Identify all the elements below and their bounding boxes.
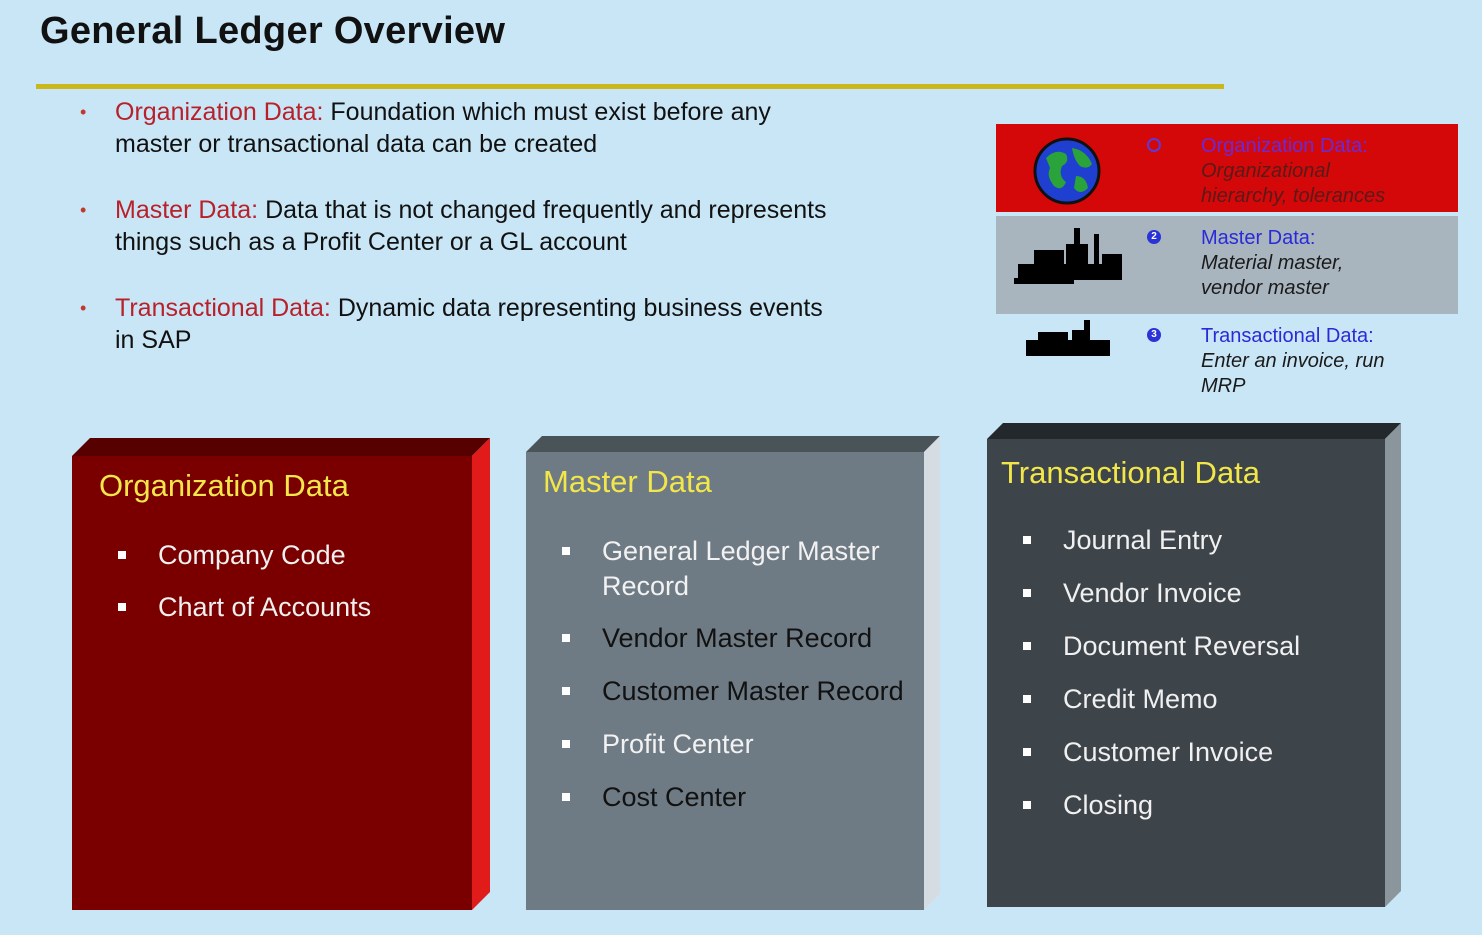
legend-subtitle: hierarchy, tolerances [1201, 185, 1386, 207]
title-underline [36, 84, 1224, 89]
bullet-square [1023, 801, 1031, 809]
definition-text: Dynamic data representing business event… [115, 294, 823, 354]
definition-master: • Master Data: Data that is not changed … [80, 194, 840, 258]
bullet-square [1023, 748, 1031, 756]
box-title: Organization Data [99, 468, 349, 503]
list-item: General Ledger Master Record [562, 534, 922, 604]
legend-title: Transactional Data: [1201, 325, 1374, 347]
box-3d-shape [987, 423, 1401, 907]
definition-list: • Organization Data: Foundation which mu… [80, 96, 840, 356]
bullet-square [118, 551, 126, 559]
legend-subtitle: vendor master [1201, 277, 1329, 299]
bullet-dot: • [80, 200, 87, 220]
list-item: Vendor Master Record [562, 621, 922, 656]
box-item-list: General Ledger Master Record Vendor Mast… [562, 534, 922, 815]
data-legend: 1 Organization Data: Organizational hier… [996, 124, 1458, 406]
list-item: Chart of Accounts [118, 590, 371, 625]
bullet-square [1023, 642, 1031, 650]
master-data-box: Master Data General Ledger Master Record… [526, 436, 942, 912]
bullet-square [1023, 589, 1031, 597]
list-item: Customer Master Record [562, 674, 922, 709]
bullet-square [562, 793, 570, 801]
factory-small-icon [1026, 320, 1110, 356]
legend-title: Master Data: [1201, 227, 1316, 249]
legend-number: 1 [1147, 138, 1161, 152]
definition-label: Master Data: [115, 196, 259, 224]
legend-row-organization: 1 Organization Data: Organizational hier… [996, 124, 1458, 212]
page-title: General Ledger Overview [40, 10, 506, 52]
box-item-list: Journal Entry Vendor Invoice Document Re… [1023, 523, 1300, 823]
bullet-square [562, 687, 570, 695]
legend-subtitle: Enter an invoice, run [1201, 350, 1385, 372]
list-item: Credit Memo [1023, 682, 1300, 717]
legend-subtitle: MRP [1201, 375, 1246, 397]
bullet-square [562, 740, 570, 748]
legend-subtitle: Organizational [1201, 160, 1330, 182]
bullet-dot: • [80, 298, 87, 318]
box-3d-shape [526, 436, 940, 910]
list-item: Vendor Invoice [1023, 576, 1300, 611]
definition-organization: • Organization Data: Foundation which mu… [80, 96, 840, 160]
bullet-square [1023, 695, 1031, 703]
definition-transactional: • Transactional Data: Dynamic data repre… [80, 292, 840, 356]
definition-label: Organization Data: [115, 98, 324, 126]
list-item: Customer Invoice [1023, 735, 1300, 770]
legend-number: 3 [1147, 328, 1161, 342]
list-item: Document Reversal [1023, 629, 1300, 664]
organization-data-box: Organization Data Company Code Chart of … [72, 438, 490, 912]
list-item: Company Code [118, 538, 371, 573]
box-3d-shape [72, 438, 490, 910]
definition-label: Transactional Data: [115, 294, 331, 322]
legend-row-master: 2 Master Data: Material master, vendor m… [996, 216, 1458, 314]
box-title: Master Data [543, 464, 712, 499]
legend-title: Organization Data: [1201, 135, 1368, 157]
bullet-square [1023, 536, 1031, 544]
list-item: Journal Entry [1023, 523, 1300, 558]
definition-text: Data that is not changed frequently and … [115, 196, 827, 256]
legend-text: Organization Data: Organizational hierar… [1201, 134, 1451, 209]
legend-number: 2 [1147, 230, 1161, 244]
legend-text: Master Data: Material master, vendor mas… [1201, 226, 1451, 301]
list-item: Closing [1023, 788, 1300, 823]
bullet-square [562, 634, 570, 642]
legend-subtitle: Material master, [1201, 252, 1344, 274]
list-item: Profit Center [562, 727, 922, 762]
bullet-dot: • [80, 102, 87, 122]
box-item-list: Company Code Chart of Accounts [118, 538, 371, 625]
legend-text: Transactional Data: Enter an invoice, ru… [1201, 324, 1451, 399]
globe-icon [1033, 137, 1101, 205]
transactional-data-box: Transactional Data Journal Entry Vendor … [987, 423, 1403, 909]
legend-row-transactional: 3 Transactional Data: Enter an invoice, … [996, 314, 1458, 406]
box-title: Transactional Data [1001, 455, 1261, 490]
factory-large-icon [1014, 228, 1122, 284]
bullet-square [118, 603, 126, 611]
definition-text: Foundation which must exist before any m… [115, 98, 771, 158]
bullet-square [562, 547, 570, 555]
list-item: Cost Center [562, 780, 922, 815]
